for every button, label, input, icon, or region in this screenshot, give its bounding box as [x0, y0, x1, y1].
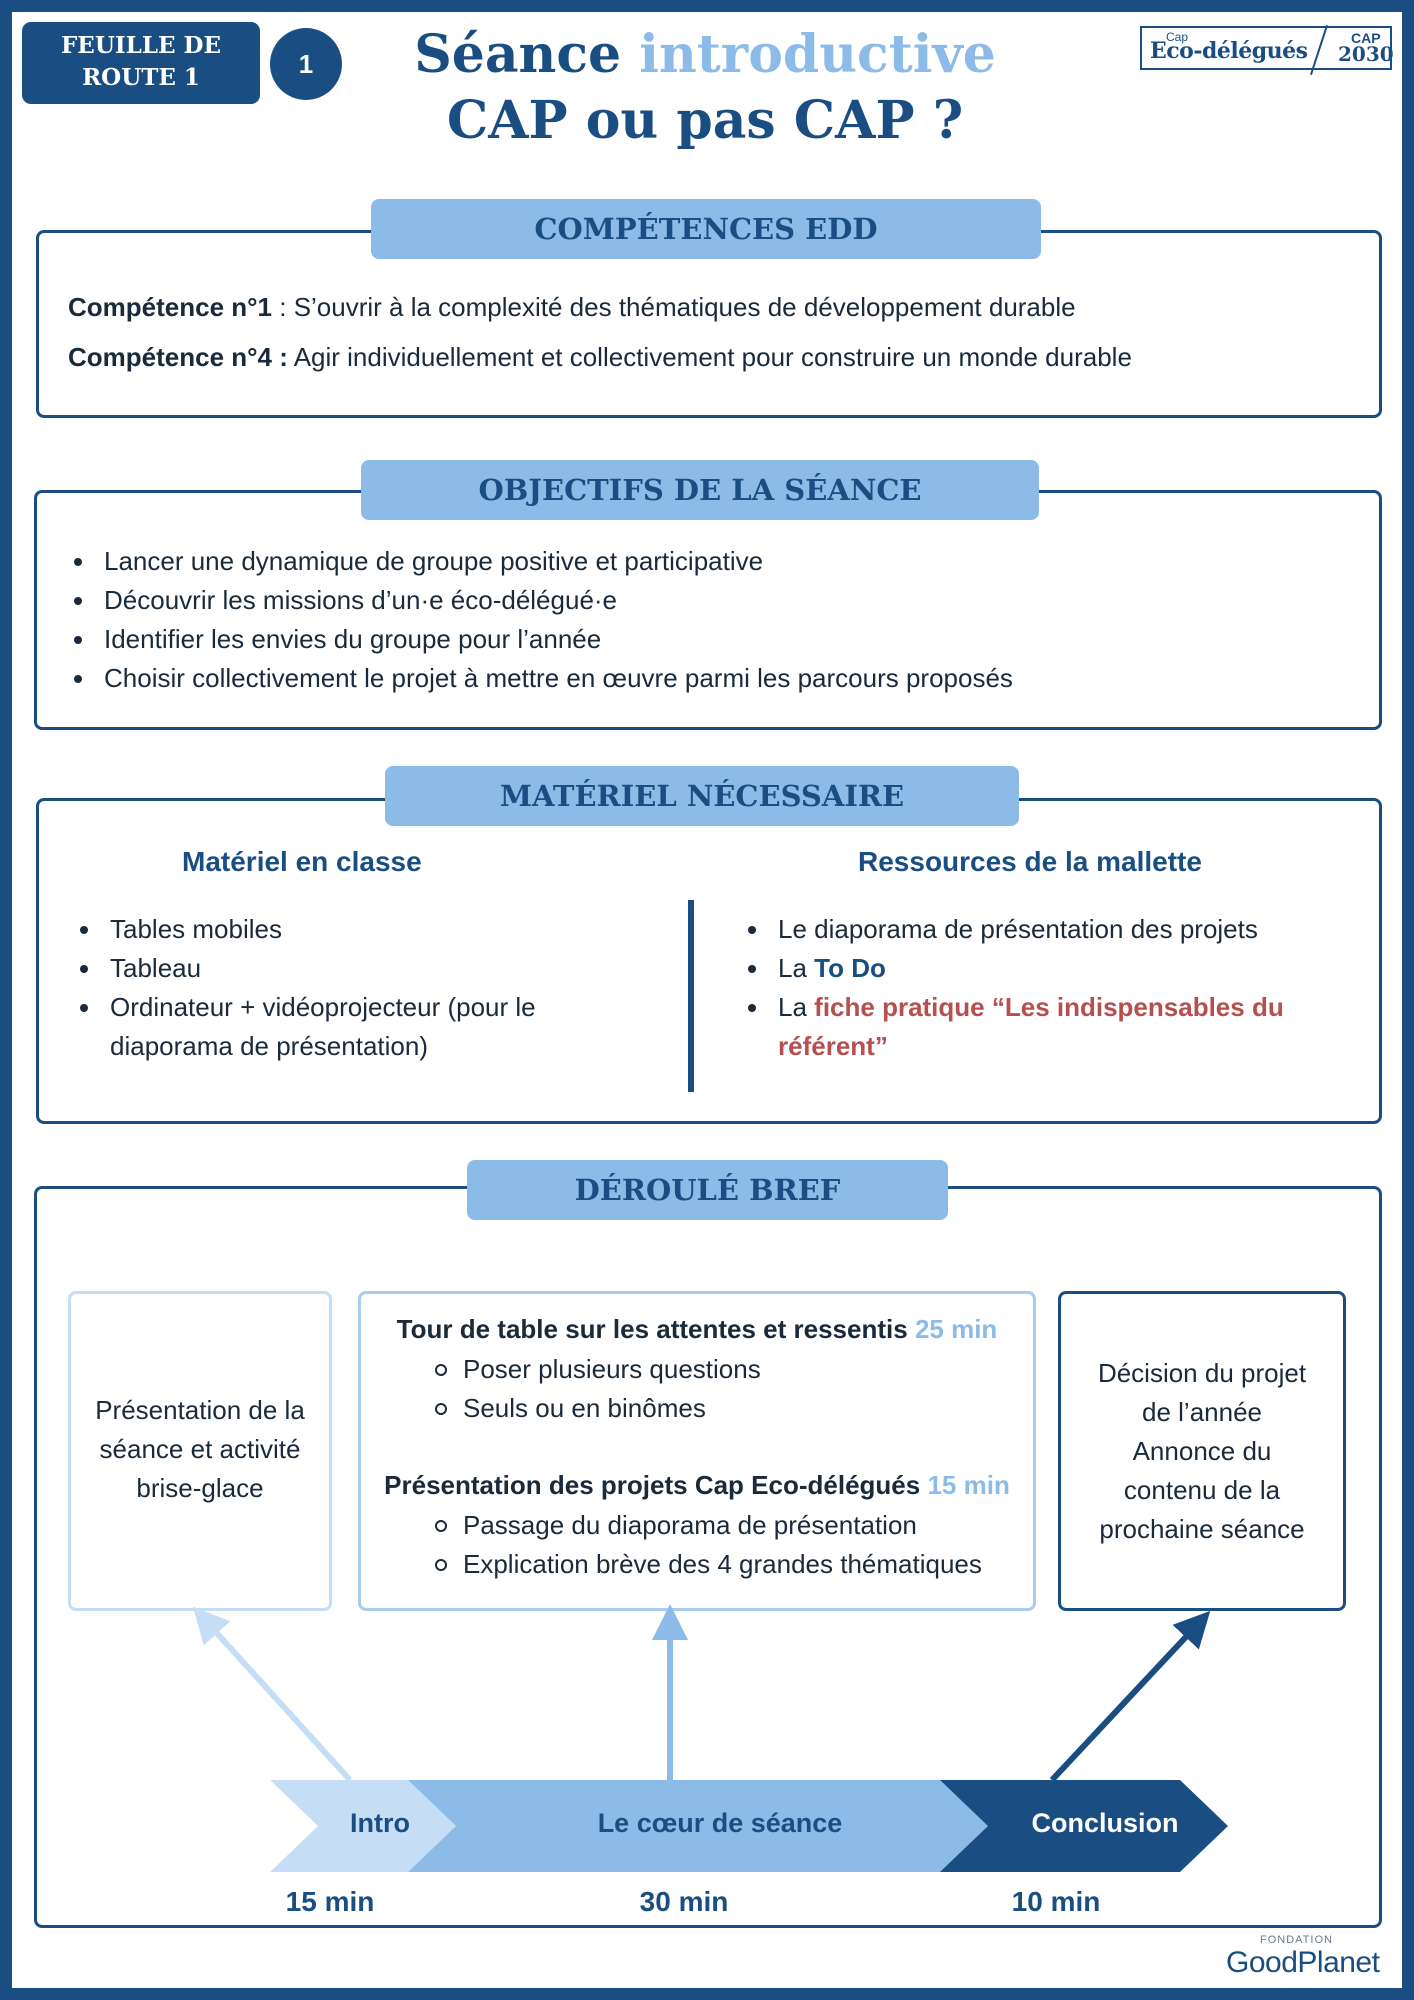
- objectifs-heading: OBJECTIFS DE LA SÉANCE: [361, 460, 1039, 520]
- todo-link[interactable]: To Do: [814, 953, 886, 983]
- coeur-block2-title-text: Présentation des projets Cap Eco-délégué…: [384, 1470, 921, 1500]
- phase-intro-label: Intro: [350, 1808, 410, 1838]
- competence-1-sep: :: [272, 292, 294, 322]
- logo-year: 2030: [1338, 42, 1394, 66]
- logo-cap2030: CAP 2030: [1338, 30, 1394, 66]
- list-item: Choisir collectivement le projet à mettr…: [68, 659, 1348, 698]
- competence-4-label: Compétence n°4 :: [68, 342, 288, 372]
- intro-card-line: séance et activité: [99, 1434, 301, 1464]
- competence-1: Compétence n°1 : S’ouvrir à la complexit…: [68, 292, 1076, 323]
- list-item: Poser plusieurs questions: [429, 1350, 761, 1389]
- conclusion-card-line: de l’année: [1142, 1397, 1262, 1427]
- conclusion-card-line: prochaine séance: [1099, 1514, 1305, 1544]
- roadmap-number-badge: 1: [270, 28, 342, 100]
- roadmap-line1: FEUILLE DE: [60, 32, 222, 59]
- competences-heading: COMPÉTENCES EDD: [371, 199, 1041, 259]
- list-item: Seuls ou en binômes: [429, 1389, 761, 1428]
- competence-1-label: Compétence n°1: [68, 292, 273, 322]
- phase-coeur-label: Le cœur de séance: [597, 1808, 843, 1838]
- logo-cap-small: Cap: [1166, 30, 1189, 44]
- list-item: Tableau: [74, 949, 654, 988]
- materiel-heading: MATÉRIEL NÉCESSAIRE: [385, 766, 1019, 826]
- list-item: Explication brève des 4 grandes thématiq…: [429, 1545, 982, 1584]
- materiel-section: [36, 798, 1382, 1124]
- coeur-block1-title-text: Tour de table sur les attentes et ressen…: [396, 1314, 908, 1344]
- coeur-block2-title: Présentation des projets Cap Eco-délégué…: [361, 1466, 1033, 1505]
- list-item: Ordinateur + vidéoprojecteur (pour le: [74, 988, 654, 1027]
- conclusion-card-line: contenu de la: [1123, 1475, 1281, 1505]
- intro-card-line: brise-glace: [136, 1473, 264, 1503]
- list-item: Tables mobiles: [74, 910, 654, 949]
- list-item-continuation: référent”: [742, 1027, 1362, 1066]
- roadmap-tag: FEUILLE DE ROUTE 1: [22, 22, 260, 104]
- coeur-block2-duration: 15 min: [927, 1470, 1010, 1500]
- materiel-classe-list: Tables mobiles Tableau Ordinateur + vidé…: [74, 910, 654, 1066]
- list-item: Identifier les envies du groupe pour l’a…: [68, 620, 1348, 659]
- intro-chevron: [270, 1780, 456, 1872]
- materiel-divider: [688, 900, 694, 1092]
- deroule-heading: DÉROULÉ BREF: [467, 1160, 948, 1220]
- fiche-prefix: La: [778, 992, 807, 1022]
- competence-4-text: Agir individuellement et collectivement …: [293, 342, 1132, 372]
- phase-coeur-duration: 30 min: [639, 1886, 729, 1917]
- coeur-block2-list: Passage du diaporama de présentation Exp…: [429, 1506, 982, 1584]
- fondation-label: FONDATION: [1260, 1934, 1333, 1946]
- goodplanet-logo: GoodPlanet: [1226, 1946, 1380, 1979]
- arrow-to-intro: [192, 1606, 353, 1783]
- todo-prefix: La: [778, 953, 807, 983]
- page-title: Séance introductive CAP ou pas CAP ?: [330, 22, 1080, 154]
- conclusion-chevron: [940, 1780, 1228, 1872]
- competences-section: [36, 230, 1382, 418]
- title-word1: Séance: [414, 24, 622, 85]
- objectifs-list: Lancer une dynamique de groupe positive …: [68, 542, 1348, 698]
- competence-4: Compétence n°4 : Agir individuellement e…: [68, 342, 1132, 373]
- intro-card-line: Présentation de la: [95, 1395, 305, 1425]
- materiel-mallette-heading: Ressources de la mallette: [858, 846, 1202, 877]
- title-word2: introductive: [639, 24, 996, 85]
- page-subtitle: CAP ou pas CAP ?: [446, 90, 964, 151]
- phase-intro-duration: 15 min: [285, 1886, 375, 1917]
- logo-eco-delegues: Eco-délégués: [1150, 38, 1308, 64]
- coeur-card: Tour de table sur les attentes et ressen…: [358, 1291, 1036, 1611]
- conclusion-card: Décision du projet de l’année Annonce du…: [1058, 1291, 1346, 1611]
- list-item: La To Do: [742, 949, 1362, 988]
- phase-conclusion-duration: 10 min: [1011, 1886, 1101, 1917]
- objectifs-section: [34, 490, 1382, 730]
- coeur-block1-title: Tour de table sur les attentes et ressen…: [361, 1310, 1033, 1349]
- roadmap-line2: ROUTE 1: [82, 64, 200, 91]
- coeur-block1-duration: 25 min: [914, 1314, 998, 1344]
- list-item: La fiche pratique “Les indispensables du: [742, 988, 1362, 1027]
- list-item: Lancer une dynamique de groupe positive …: [68, 542, 1348, 581]
- competence-1-text: S’ouvrir à la complexité des thématiques…: [293, 292, 1076, 322]
- list-item: Découvrir les missions d’un·e éco-délégu…: [68, 581, 1348, 620]
- logo-cap: CAP: [1351, 30, 1381, 46]
- list-item: Le diaporama de présentation des projets: [742, 910, 1362, 949]
- fiche-pratique-link-cont[interactable]: référent”: [778, 1031, 888, 1061]
- coeur-chevron: [408, 1780, 1004, 1872]
- coeur-block1-list: Poser plusieurs questions Seuls ou en bi…: [429, 1350, 761, 1428]
- phase-conclusion-label: Conclusion: [1031, 1808, 1179, 1838]
- fiche-pratique-link[interactable]: fiche pratique “Les indispensables du: [814, 992, 1284, 1022]
- list-item: Passage du diaporama de présentation: [429, 1506, 982, 1545]
- conclusion-card-line: Annonce du: [1132, 1436, 1272, 1466]
- materiel-mallette-list: Le diaporama de présentation des projets…: [742, 910, 1362, 1066]
- materiel-classe-heading: Matériel en classe: [182, 846, 422, 877]
- conclusion-card-line: Décision du projet: [1097, 1358, 1307, 1388]
- cap-eco-delegues-logo: Cap Eco-délégués CAP 2030: [1140, 24, 1394, 76]
- list-item-continuation: diaporama de présentation): [110, 1031, 428, 1061]
- arrow-to-conclusion: [1049, 1610, 1211, 1783]
